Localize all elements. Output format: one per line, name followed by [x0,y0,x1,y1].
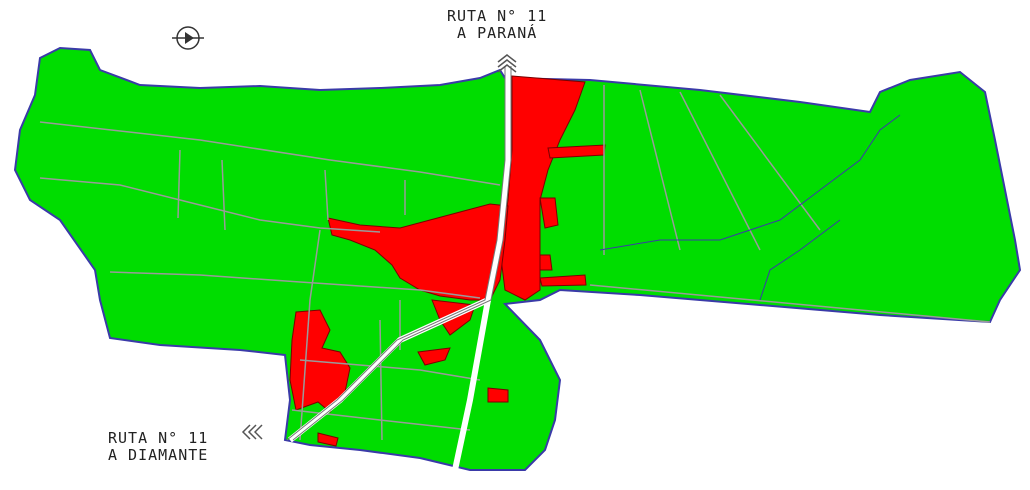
southwest-road-label: RUTA N° 11 A DIAMANTE [108,430,208,464]
north-road-label: RUTA N° 11 A PARANÁ [447,8,547,42]
urban-zone [289,75,606,447]
road-direction-chevron-icon [497,54,517,73]
main-road [288,66,511,471]
southwest-road-label-line2: A DIAMANTE [108,446,209,464]
field-boundaries [39,85,991,441]
main-road-edges [286,66,512,441]
southwest-road-label-line1: RUTA N° 11 [108,429,209,447]
creeks [599,114,901,301]
north-road-label-line2: A PARANÁ [457,24,538,42]
north-road-label-line1: RUTA N° 11 [447,7,548,25]
road-direction-chevron-icon [241,424,263,440]
compass-north-icon [172,26,204,50]
